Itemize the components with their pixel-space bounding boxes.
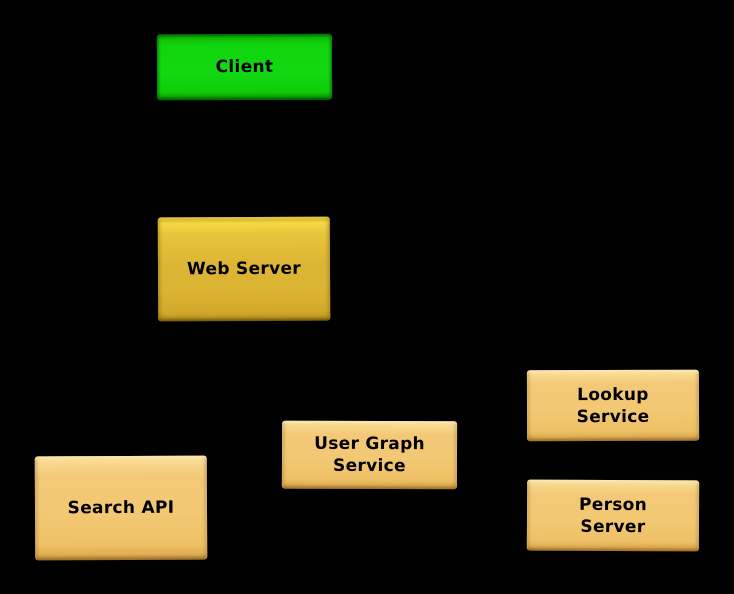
node-web-server-label: Web Server xyxy=(186,258,302,280)
node-user-graph-service-label: User Graph Service xyxy=(314,433,425,477)
node-client-label: Client xyxy=(215,56,274,78)
node-user-graph-service: User Graph Service xyxy=(281,420,458,490)
node-search-api: Search API xyxy=(34,455,208,561)
node-lookup-service-label: Lookup Service xyxy=(576,384,650,427)
node-lookup-service: Lookup Service xyxy=(526,369,700,442)
node-search-api-label: Search API xyxy=(67,497,175,519)
node-person-server: Person Server xyxy=(526,479,700,552)
node-client: Client xyxy=(156,33,333,101)
node-person-server-label: Person Server xyxy=(578,494,648,537)
node-web-server: Web Server xyxy=(157,216,331,322)
